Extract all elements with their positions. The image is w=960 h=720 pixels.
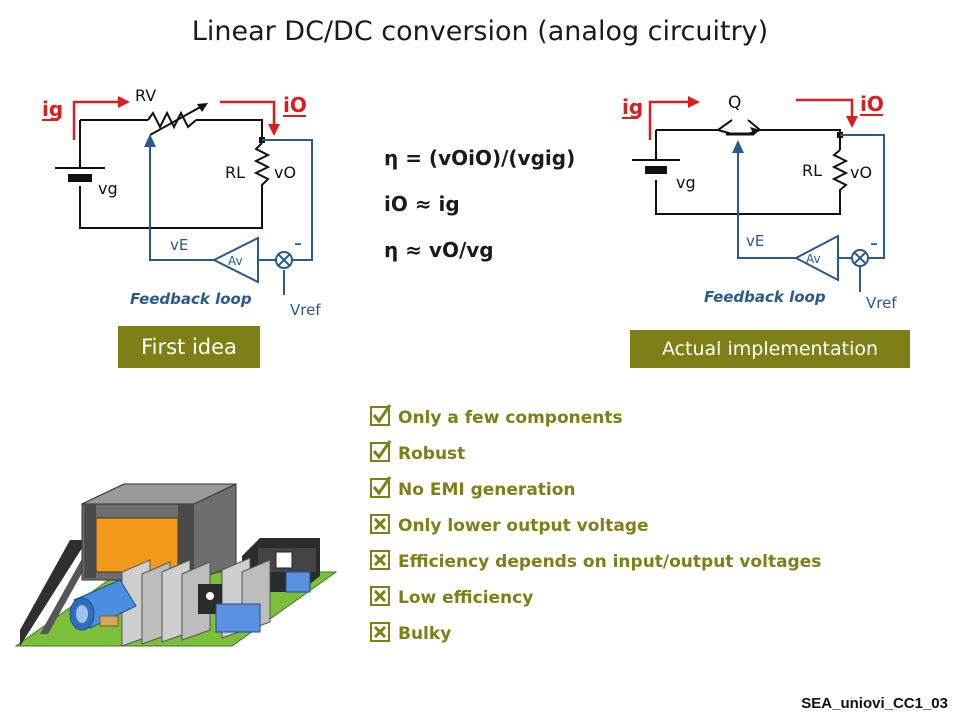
io-label: iO bbox=[283, 93, 307, 117]
right-circuit: ig iO Q RL vg vO vE Av - Vref Feedback l… bbox=[622, 92, 897, 312]
equations-block: η = (vOiO)/(vgig) iO ≈ ig η ≈ vO/vg bbox=[384, 146, 575, 284]
av-label: Av bbox=[228, 254, 243, 268]
linear-regulator-pcb-illustration bbox=[14, 483, 338, 647]
rl-label: RL bbox=[225, 163, 245, 182]
vo-label: vO bbox=[274, 163, 296, 182]
ig-label: ig bbox=[42, 97, 63, 121]
vg-label: vg bbox=[98, 179, 118, 198]
ve-label: vE bbox=[746, 232, 764, 250]
amplifier-triangle bbox=[211, 236, 259, 284]
transistor-q bbox=[717, 119, 761, 136]
first-idea-caption: First idea bbox=[118, 326, 260, 368]
current-approx-equation: iO ≈ ig bbox=[384, 192, 460, 216]
amplifier-triangle bbox=[793, 234, 839, 282]
list-item-text: Low efficiency bbox=[398, 588, 534, 608]
vg-label: vg bbox=[676, 173, 696, 192]
io-current-arrow bbox=[796, 98, 858, 128]
q-label: Q bbox=[728, 93, 741, 113]
actual-implementation-caption: Actual implementation bbox=[630, 330, 910, 368]
io-current-arrow bbox=[220, 100, 280, 136]
efficiency-equation: η = (vOiO)/(vgig) bbox=[384, 146, 576, 170]
minus-sign: - bbox=[870, 231, 878, 256]
feedback-loop-label: Feedback loop bbox=[130, 290, 252, 308]
minus-sign: - bbox=[294, 231, 302, 256]
vo-label: vO bbox=[850, 163, 872, 182]
list-item-text: Robust bbox=[398, 444, 466, 464]
av-label: Av bbox=[806, 252, 821, 266]
cross-box-icon bbox=[370, 550, 390, 570]
ig-current-arrow bbox=[648, 96, 700, 140]
load-resistor-rl bbox=[831, 149, 849, 196]
left-circuit: ig iO RV RL vg vO vE Av - Vref Feedback … bbox=[42, 86, 321, 319]
load-resistor-rl bbox=[253, 142, 271, 190]
slide-footer: SEA_uniovi_CC1_03 bbox=[801, 695, 948, 712]
check-box-icon bbox=[370, 476, 392, 498]
variable-resistor-rv bbox=[147, 103, 208, 136]
cross-box-icon bbox=[370, 622, 390, 642]
check-box-icon bbox=[370, 440, 392, 462]
cross-box-icon bbox=[370, 514, 390, 534]
list-item-text: Bulky bbox=[398, 624, 452, 644]
ve-label: vE bbox=[170, 236, 188, 254]
summing-junction bbox=[275, 251, 293, 269]
vref-label: Vref bbox=[866, 294, 897, 312]
io-label: iO bbox=[860, 92, 884, 116]
rv-label: RV bbox=[135, 86, 156, 105]
summing-junction bbox=[851, 249, 869, 267]
efficiency-approx-equation: η ≈ vO/vg bbox=[384, 238, 494, 262]
page-title: Linear DC/DC conversion (analog circuitr… bbox=[191, 16, 769, 47]
list-item-text: Efficiency depends on input/output volta… bbox=[398, 552, 822, 572]
list-item-text: Only a few components bbox=[398, 408, 623, 428]
battery-symbol bbox=[632, 159, 680, 174]
battery-symbol bbox=[55, 167, 105, 182]
check-box-icon bbox=[370, 404, 392, 426]
ig-current-arrow bbox=[72, 96, 130, 140]
cross-box-icon bbox=[370, 586, 390, 606]
list-item-text: No EMI generation bbox=[398, 480, 576, 500]
vref-label: Vref bbox=[290, 301, 321, 319]
rl-label: RL bbox=[802, 161, 822, 180]
feedback-loop-label: Feedback loop bbox=[704, 288, 826, 306]
list-item-text: Only lower output voltage bbox=[398, 516, 649, 536]
ig-label: ig bbox=[622, 95, 643, 119]
